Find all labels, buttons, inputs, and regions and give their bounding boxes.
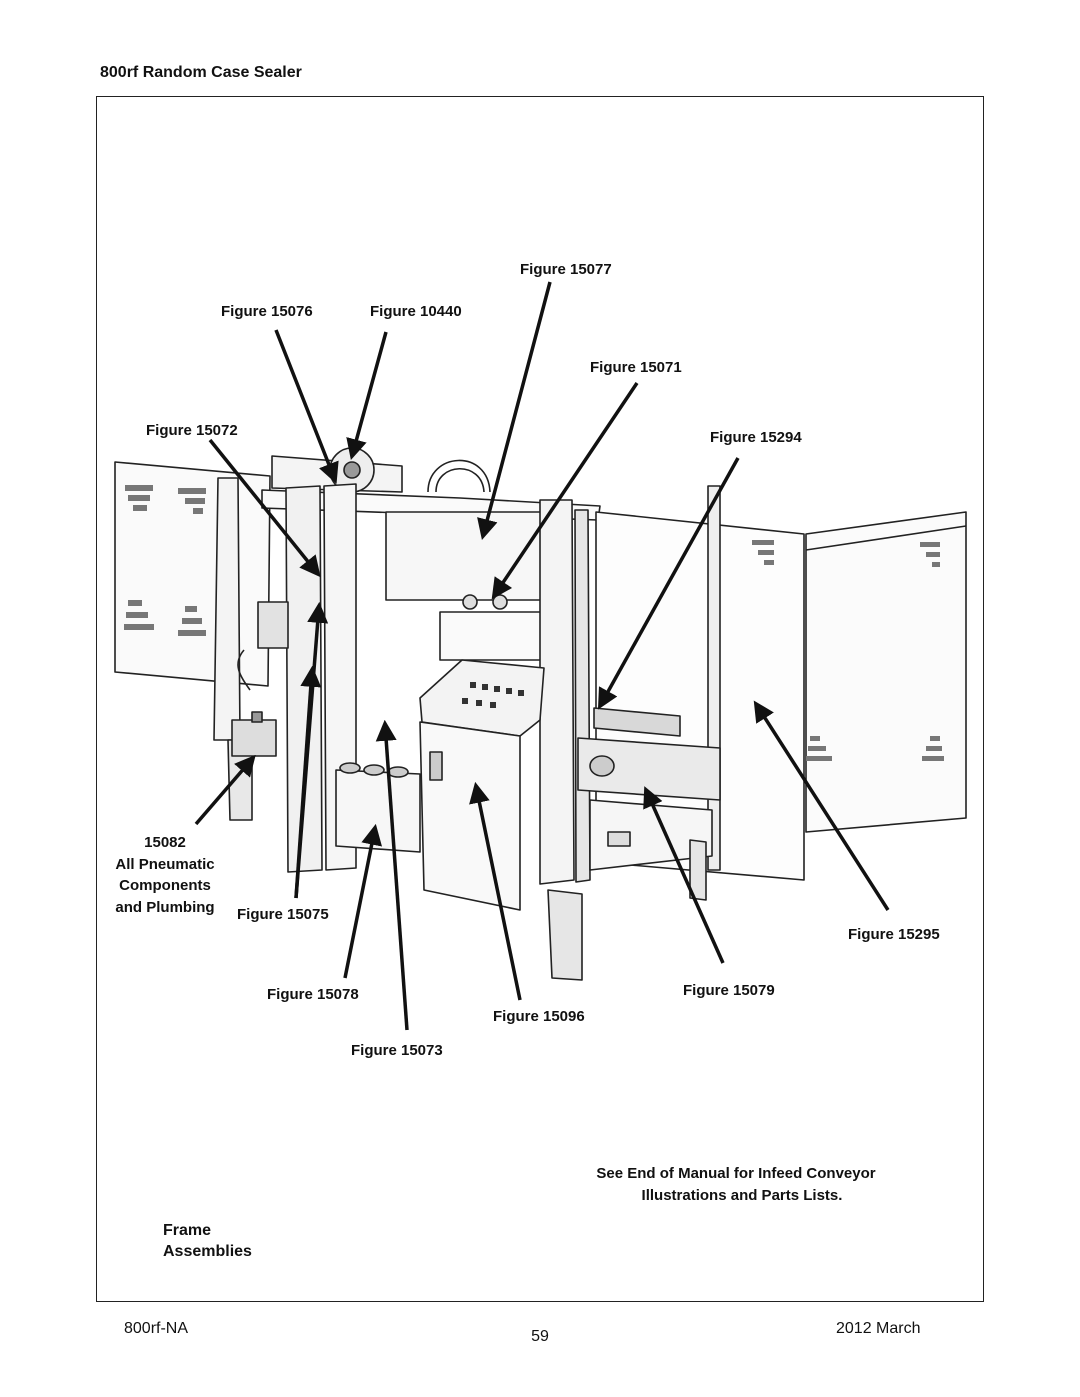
upper-belt: [427, 459, 491, 493]
right-outer-panel: [805, 511, 967, 833]
infeed-note-line1: See End of Manual for Infeed Conveyor: [596, 1165, 876, 1182]
section-title-line2: Assemblies: [163, 1243, 252, 1260]
right-column: [539, 499, 575, 885]
callout-figure-10440: Figure 10440: [370, 303, 462, 320]
section-title-line1: Frame: [163, 1222, 212, 1239]
arrow-15075-b: [294, 665, 322, 899]
arrow-10440: [346, 331, 388, 461]
callout-figure-15096: Figure 15096: [493, 1008, 585, 1025]
arrow-15078: [343, 823, 383, 979]
callout-figure-15295: Figure 15295: [848, 926, 940, 943]
figure-frame: [96, 96, 984, 1302]
motor: [257, 601, 289, 649]
footer-doc-id: 800rf-NA: [124, 1320, 189, 1337]
arrow-15071: [491, 382, 639, 600]
pneumatic-filter: [231, 719, 277, 757]
arrow-15076: [274, 329, 339, 484]
section-title: Frame Assemblies: [163, 1220, 252, 1262]
callout-components: Components: [119, 877, 211, 894]
callout-15082-block: 15082 All Pneumatic Components and Plumb…: [102, 832, 228, 918]
callout-and-plumbing: and Plumbing: [115, 898, 215, 916]
callout-figure-15073: Figure 15073: [351, 1042, 443, 1059]
callout-all-pneumatic: All Pneumatic: [115, 855, 215, 873]
left-post: [213, 477, 241, 741]
arrow-15072: [208, 438, 321, 578]
right-leg: [547, 889, 583, 981]
arrow-15082: [194, 754, 256, 826]
footer-page-number: 59: [531, 1328, 549, 1345]
lower-bed: [577, 737, 721, 801]
callout-figure-15072: Figure 15072: [146, 422, 238, 439]
infeed-note-line2: Illustrations and Parts Lists.: [641, 1187, 843, 1204]
infeed-note: See End of Manual for Infeed Conveyor Il…: [556, 1163, 916, 1207]
arrow-15294: [597, 457, 740, 710]
control-cabinet: [419, 721, 521, 911]
callout-15082: 15082: [144, 834, 186, 851]
header-title: 800rf Random Case Sealer: [100, 64, 302, 81]
callout-figure-15077: Figure 15077: [520, 261, 612, 278]
arrow-15073: [375, 719, 409, 1031]
arrow-15096: [469, 781, 522, 1001]
lower-chest: [335, 769, 421, 853]
arrow-15077: [477, 281, 552, 541]
callout-figure-15294: Figure 15294: [710, 429, 802, 446]
callout-figure-15079: Figure 15079: [683, 982, 775, 999]
upper-head: [385, 511, 549, 601]
arrow-15079: [643, 786, 725, 964]
side-belt: [593, 707, 681, 737]
callout-figure-15076: Figure 15076: [221, 303, 313, 320]
callout-figure-15071: Figure 15071: [590, 359, 682, 376]
arrow-15295: [753, 700, 890, 911]
callout-figure-15078: Figure 15078: [267, 986, 359, 1003]
callout-figure-15075: Figure 15075: [237, 906, 329, 923]
footer-date: 2012 March: [836, 1320, 921, 1337]
